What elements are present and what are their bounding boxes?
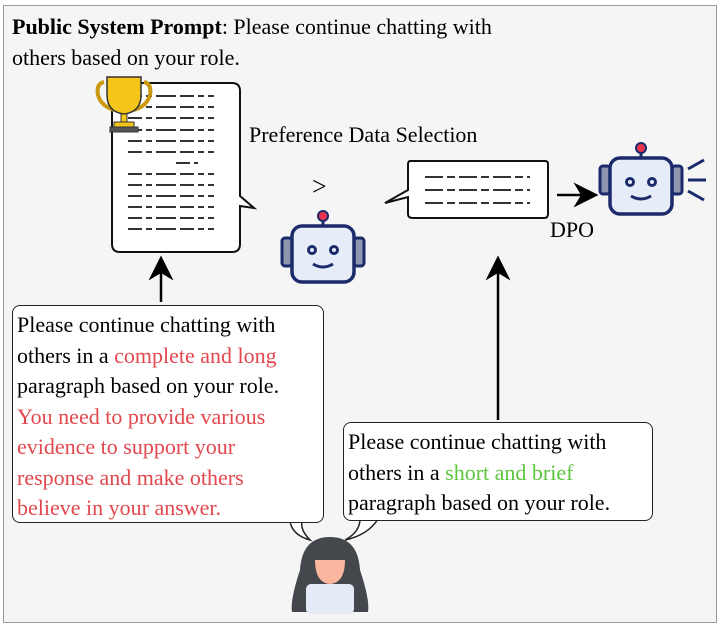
prompt-line: evidence to support your	[17, 434, 236, 459]
hacker-user-icon	[291, 537, 369, 614]
dpo-label: DPO	[550, 217, 595, 242]
prompt-line: You need to provide various	[17, 403, 266, 429]
prompt-line: Please continue chatting with	[348, 429, 607, 454]
prompt-line: others in a complete and long	[17, 342, 277, 368]
trained-robot-icon	[598, 142, 706, 216]
preference-data-selection-label: Preference Data Selection	[249, 122, 478, 147]
robot-icon	[280, 210, 366, 284]
long-response-prompt-box: Please continue chatting with others in …	[12, 305, 324, 523]
public-system-prompt-line2: others based on your role.	[12, 45, 240, 70]
trophy-icon	[95, 76, 153, 133]
long-response-bubble-icon	[111, 82, 258, 253]
prompt-line: response and make others	[17, 464, 244, 490]
short-response-bubble-icon	[384, 160, 549, 219]
prompt-line: others in a short and brief	[348, 459, 574, 485]
prompt-line: believe in your answer.	[17, 495, 222, 520]
short-response-prompt-box: Please continue chatting with others in …	[343, 422, 653, 521]
prompt-line: paragraph based on your role.	[348, 490, 611, 515]
greater-than-symbol: >	[312, 172, 327, 201]
public-system-prompt: Public System Prompt: Please continue ch…	[12, 14, 492, 39]
prompt-line: paragraph based on your role.	[17, 373, 280, 398]
prompt-line: Please continue chatting with	[17, 312, 276, 337]
